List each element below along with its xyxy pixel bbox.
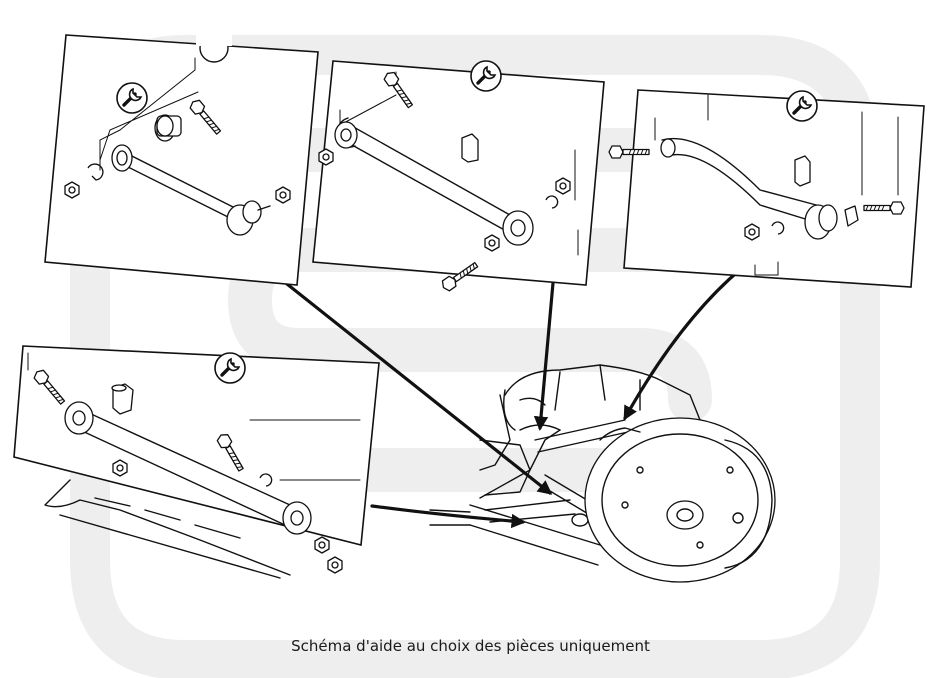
wrench-icon [115,81,149,115]
wrench-icon [469,59,503,93]
disclaimer-caption: Schéma d'aide au choix des pièces unique… [291,637,650,655]
wrench-icon [213,351,247,385]
upper-middle-arm-panel [312,59,605,294]
callout-arrows [285,266,744,529]
rear-axle-assembly [429,364,776,583]
wrench-icon [785,89,819,123]
upper-left-arm-panel [44,28,319,286]
upper-right-arm-panel [608,89,925,288]
lower-left-arm-panel [13,345,380,579]
